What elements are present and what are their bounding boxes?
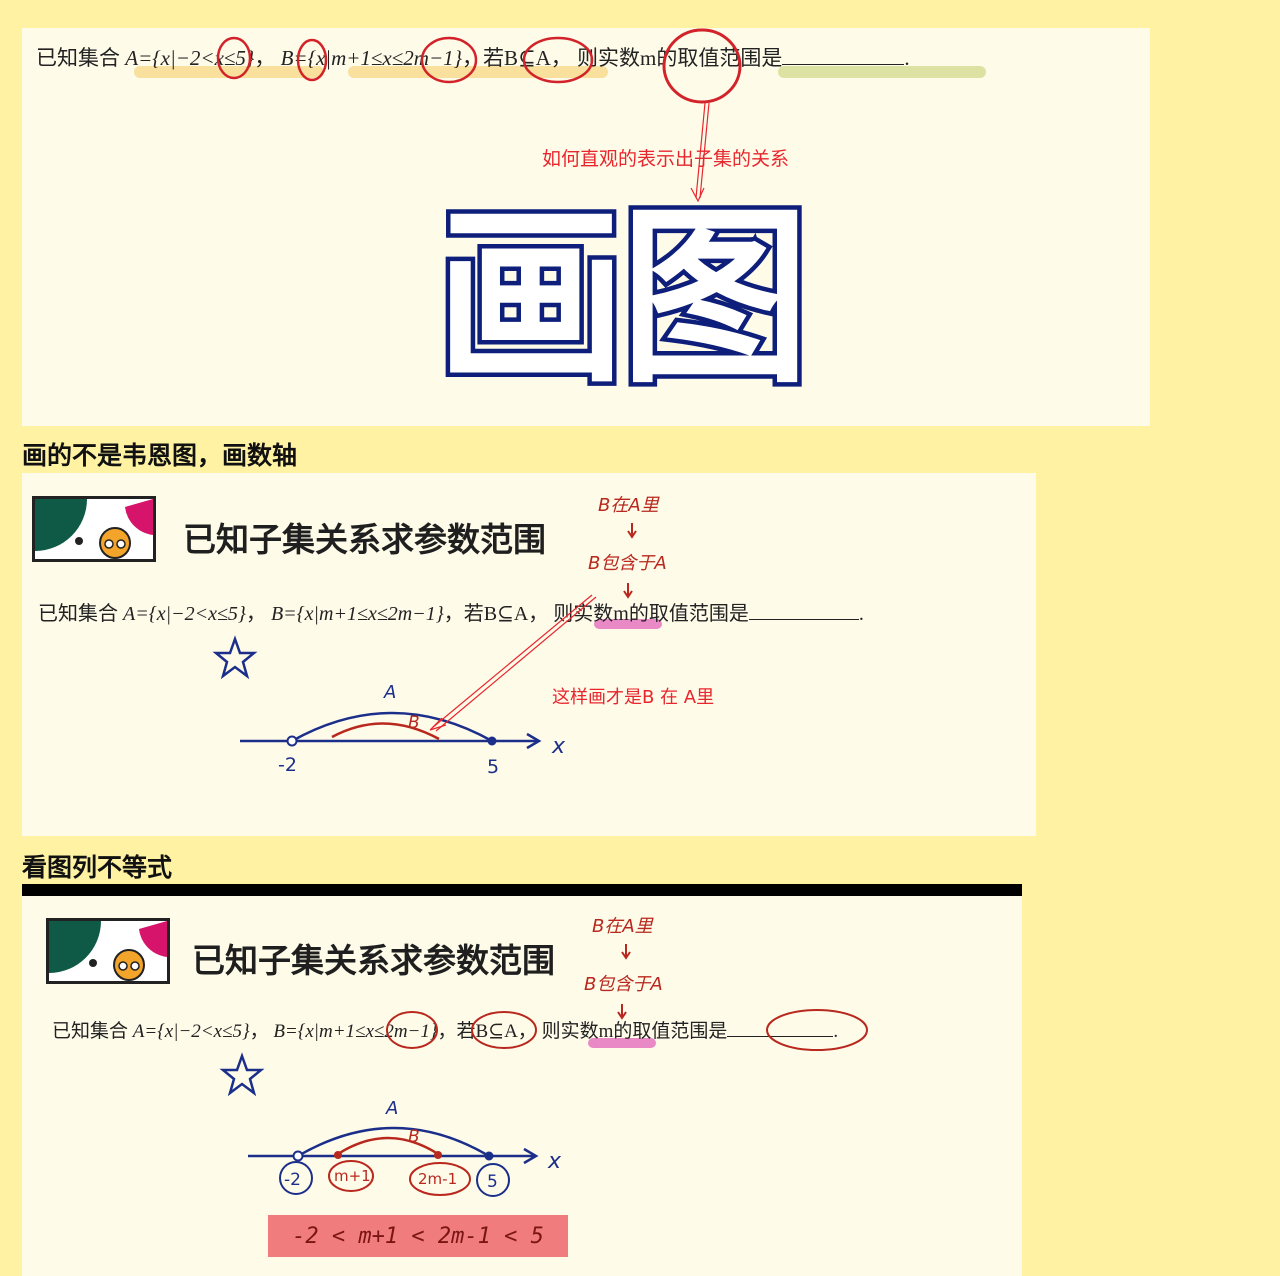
point-2m-minus-1 [434, 1151, 442, 1159]
set-b: B={x|m+1≤x≤2m−1} [273, 1021, 438, 1042]
question-end: . [833, 1021, 839, 1042]
question-sep: ， [249, 1021, 269, 1042]
question-line: 已知集合 A={x|−2<x≤5}， B={x|m+1≤x≤2m−1}，若B⊆A… [52, 1016, 838, 1043]
question-ask: 则实数m的取值范围是 [541, 1021, 728, 1042]
label-right: 5 [487, 1172, 498, 1192]
circle-5 [296, 38, 328, 82]
point-minus2 [292, 1150, 304, 1162]
panel-3-screenshot: 已知子集关系求参数范围 B在A里 B包含于A 已知集合 A={x|−2<x≤5}… [22, 896, 1022, 1276]
panel-title: 已知子集关系求参数范围 [192, 941, 555, 980]
logo-icon [46, 918, 170, 984]
question-sep: ， [254, 46, 276, 70]
circle-b-subset-a [662, 28, 742, 104]
label-p2: 2m-1 [418, 1170, 457, 1188]
hand-arrows [623, 523, 637, 599]
highlight-ask [778, 66, 986, 78]
label-a: A [383, 682, 396, 703]
point-5 [487, 736, 497, 746]
label-right: 5 [487, 756, 499, 778]
label-x: x [551, 734, 566, 759]
set-a: A={x|−2<x≤5} [123, 603, 246, 625]
annotation-note: 如何直观的表示出子集的关系 [542, 148, 790, 170]
question-ask: 则实数m的取值范围是 [577, 46, 783, 70]
highlight-subset [594, 619, 662, 629]
arc-a [291, 711, 493, 743]
inequality-box: -2 < m+1 < 2m-1 < 5 [268, 1215, 568, 1257]
hand-note-2: B包含于A [588, 553, 667, 574]
annotation-arrow [695, 102, 706, 199]
heading-inequality: 看图列不等式 [22, 853, 173, 882]
panel-1-screenshot: 已知集合 A={x|−2<x≤5}， B={x|m+1≤x≤2m−1}，若B⊆A… [22, 28, 1150, 426]
arc-a [297, 1126, 490, 1158]
label-p1: m+1 [334, 1167, 371, 1185]
hand-note-1: B在A里 [598, 495, 659, 516]
highlight-subset [588, 1038, 656, 1048]
question-intro: 已知集合 [36, 46, 120, 70]
logo-icon [32, 496, 156, 562]
circle-m-plus-1 [386, 1011, 438, 1049]
highlight-set-a [134, 66, 324, 78]
circle-range [766, 1009, 868, 1051]
label-left: -2 [278, 754, 297, 776]
set-a: A={x|−2<x≤5} [132, 1021, 250, 1042]
circle-minus2 [216, 36, 252, 80]
hand-note-1: B在A里 [592, 916, 653, 937]
answer-blank [748, 601, 859, 620]
question-line: 已知集合 A={x|−2<x≤5}， B={x|m+1≤x≤2m−1}，若B⊆A… [36, 42, 910, 72]
arc-b [331, 722, 440, 741]
highlight-set-b [348, 66, 608, 78]
pointer-arrow [431, 594, 593, 729]
hand-arrows [617, 944, 631, 1020]
answer-blank [782, 46, 905, 65]
point-m-plus-1 [334, 1151, 342, 1159]
panel-2-screenshot: 已知子集关系求参数范围 B在A里 B包含于A 已知集合 A={x|−2<x≤5}… [22, 473, 1036, 836]
star-icon [219, 1052, 265, 1097]
question-end: . [904, 46, 910, 70]
question-cond: ，若B⊆A， [462, 46, 572, 70]
question-sep: ， [245, 603, 266, 625]
divider-bar [22, 884, 1022, 896]
answer-blank [727, 1018, 834, 1037]
label-b: B [408, 713, 420, 733]
question-cond: ，若B⊆A， [443, 603, 549, 625]
set-b: B={x|m+1≤x≤2m−1} [280, 46, 463, 70]
question-intro: 已知集合 [38, 603, 118, 625]
hand-note-2: B包含于A [584, 974, 663, 995]
circle-2m-minus-1 [471, 1011, 537, 1049]
label-left: -2 [284, 1170, 301, 1190]
label-a: A [385, 1098, 398, 1119]
label-b: B [408, 1127, 420, 1147]
arc-b [337, 1136, 439, 1156]
question-cond: ，若B⊆A， [437, 1021, 537, 1042]
panel1-annotations [216, 28, 742, 203]
question-line: 已知集合 A={x|−2<x≤5}， B={x|m+1≤x≤2m−1}，若B⊆A… [38, 597, 864, 626]
panel-title: 已知子集关系求参数范围 [183, 520, 546, 559]
heading-number-line: 画的不是韦恩图，画数轴 [22, 441, 298, 470]
star-icon [212, 635, 258, 680]
annotation-note: 这样画才是B 在 A里 [552, 687, 715, 708]
point-5 [484, 1151, 494, 1161]
circle-m-plus-1 [420, 36, 478, 84]
label-x: x [547, 1149, 562, 1174]
point-minus2 [286, 735, 298, 747]
question-ask: 则实数m的取值范围是 [553, 603, 749, 625]
set-a: A={x|−2<x≤5} [125, 46, 255, 70]
big-text-huatu: 画图 [431, 188, 814, 409]
question-end: . [858, 603, 864, 625]
number-line-2: A B x -2 m+1 2m-1 5 [219, 1009, 868, 1197]
circle-2m-minus-1 [522, 36, 594, 84]
number-line-1: A B x -2 5 [212, 594, 597, 778]
set-b: B={x|m+1≤x≤2m−1} [270, 603, 444, 625]
question-intro: 已知集合 [52, 1021, 129, 1042]
